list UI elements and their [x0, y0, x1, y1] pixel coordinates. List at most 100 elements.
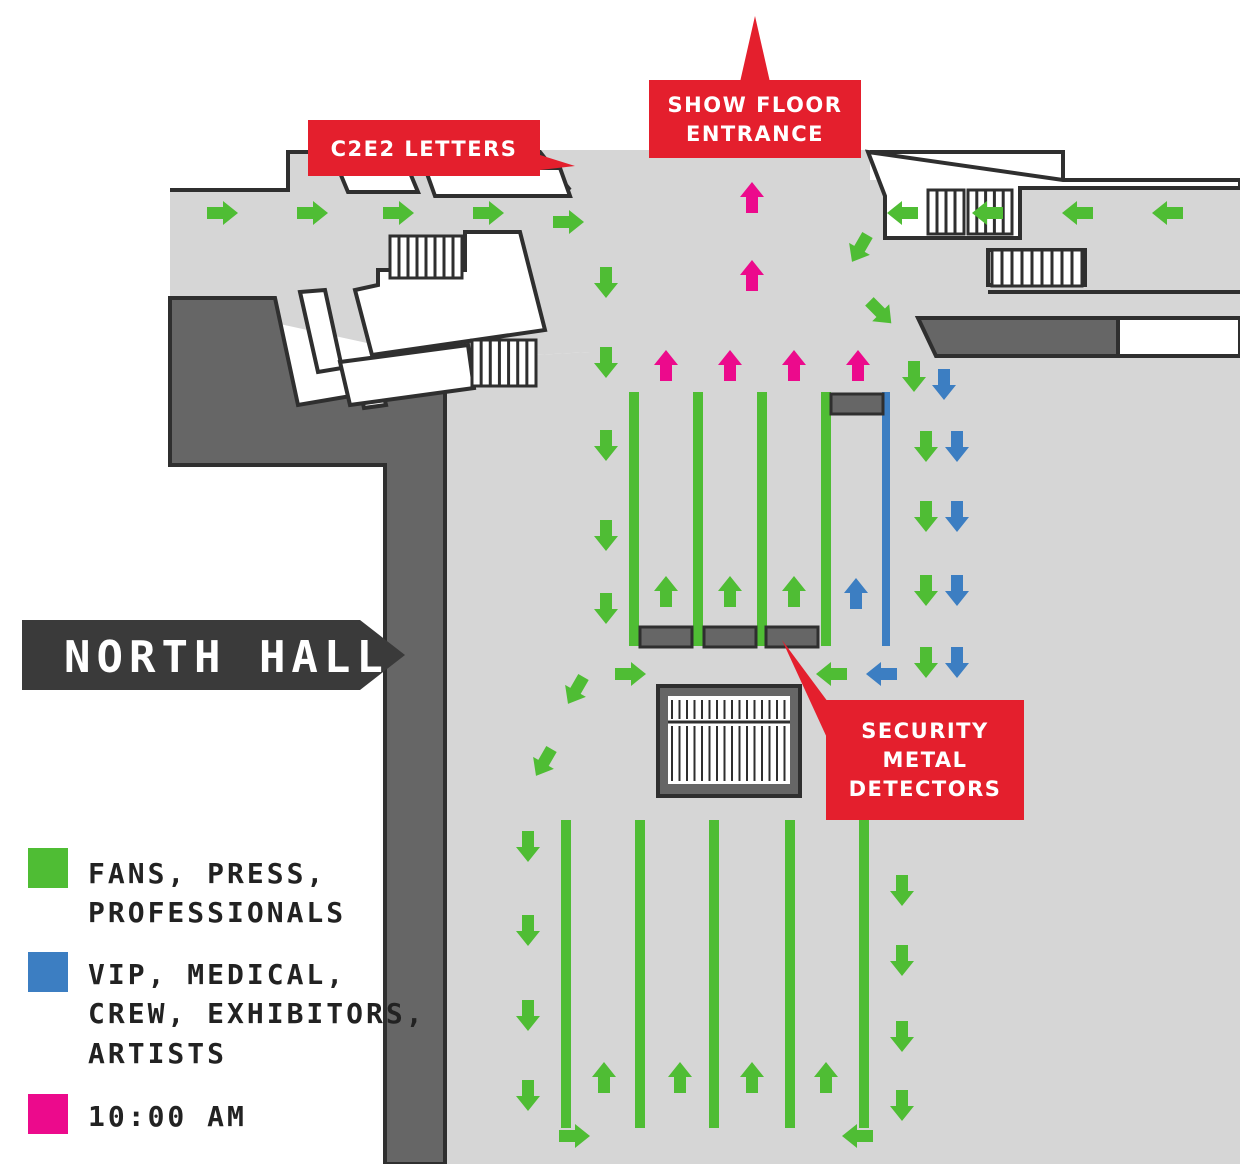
direction-arrow-icon	[849, 232, 873, 262]
direction-arrow-icon	[782, 576, 806, 607]
metal-detector	[702, 625, 758, 649]
east-wall-window	[1116, 316, 1240, 358]
legend-swatch-ten-am	[28, 1094, 68, 1134]
central-structure-base	[337, 342, 477, 408]
direction-arrow-icon	[1062, 201, 1093, 225]
direction-arrow-icon	[559, 1124, 590, 1148]
arrows	[207, 182, 1183, 1148]
callout-c2e2-text: C2E2 LETTERS	[331, 137, 518, 161]
direction-arrow-icon	[972, 201, 1003, 225]
legend-swatch-vip	[28, 952, 68, 992]
queue-line	[709, 820, 719, 1128]
queue-line	[859, 820, 869, 1128]
direction-arrow-icon	[718, 576, 742, 607]
direction-arrow-icon	[782, 350, 806, 381]
callout-entrance-text-1: SHOW FLOOR	[668, 93, 843, 117]
queue-lines	[561, 392, 890, 1128]
callout-show-floor-entrance: SHOW FLOOR ENTRANCE	[649, 16, 861, 158]
callout-security-metal-detectors: SECURITY METAL DETECTORS	[782, 640, 1024, 820]
direction-arrow-icon	[1152, 201, 1183, 225]
direction-arrow-icon	[844, 578, 868, 609]
direction-arrow-icon	[516, 1080, 540, 1111]
direction-arrow-icon	[565, 674, 589, 704]
queue-line	[561, 820, 571, 1128]
callout-entrance-box	[649, 80, 861, 158]
north-hall-tag: NORTH HALL	[22, 620, 405, 690]
direction-arrow-icon	[516, 915, 540, 946]
direction-arrow-icon	[914, 501, 938, 532]
direction-arrow-icon	[842, 1124, 873, 1148]
direction-arrow-icon	[914, 431, 938, 462]
direction-arrow-icon	[718, 350, 742, 381]
direction-arrow-icon	[533, 746, 557, 776]
direction-arrow-icon	[866, 662, 897, 686]
north-hall-wall	[168, 296, 447, 1164]
legend-label-vip-2: CREW, EXHIBITORS,	[88, 997, 426, 1030]
direction-arrow-icon	[945, 575, 969, 606]
direction-arrow-icon	[668, 1062, 692, 1093]
legend-label-ten-am: 10:00 AM	[88, 1100, 247, 1133]
stairs-icon	[388, 188, 1084, 781]
direction-arrow-icon	[945, 647, 969, 678]
north-hall-label: NORTH HALL	[64, 632, 389, 683]
stairs-lower-left	[470, 338, 538, 388]
queue-line	[629, 392, 639, 646]
legend: FANS, PRESS, PROFESSIONALS VIP, MEDICAL,…	[28, 848, 426, 1134]
queue-line	[757, 392, 767, 646]
direction-arrow-icon	[592, 1062, 616, 1093]
direction-arrow-icon	[890, 945, 914, 976]
central-structure	[352, 230, 548, 358]
queue-line	[693, 392, 703, 646]
direction-arrow-icon	[902, 361, 926, 392]
direction-arrow-icon	[945, 431, 969, 462]
callout-security-pointer	[782, 640, 828, 740]
up-pointer-icon	[740, 16, 770, 82]
east-wall-block	[914, 316, 1120, 358]
direction-arrow-icon	[945, 501, 969, 532]
legend-swatch-fans	[28, 848, 68, 888]
direction-arrow-icon	[594, 593, 618, 624]
direction-arrow-icon	[594, 267, 618, 298]
direction-arrow-icon	[816, 662, 847, 686]
direction-arrow-icon	[890, 1090, 914, 1121]
callout-c2e2-pointer	[530, 150, 575, 170]
direction-arrow-icon	[654, 350, 678, 381]
callout-security-text-2: METAL	[882, 748, 967, 772]
callout-entrance-text-2: ENTRANCE	[686, 122, 824, 146]
queue-line	[785, 820, 795, 1128]
metal-detector	[764, 625, 820, 649]
vip-queue-line	[882, 392, 890, 646]
direction-arrow-icon	[914, 575, 938, 606]
metal-detector	[829, 392, 885, 416]
direction-arrow-icon	[297, 201, 328, 225]
direction-arrow-icon	[207, 201, 238, 225]
direction-arrow-icon	[865, 297, 892, 324]
direction-arrow-icon	[594, 347, 618, 378]
direction-arrow-icon	[516, 831, 540, 862]
stairs-right-lower	[990, 248, 1084, 288]
direction-arrow-icon	[846, 350, 870, 381]
callout-security-text-3: DETECTORS	[849, 777, 1002, 801]
direction-arrow-icon	[654, 576, 678, 607]
legend-label-fans-1: FANS, PRESS,	[88, 857, 326, 890]
direction-arrow-icon	[890, 875, 914, 906]
callout-security-box	[826, 700, 1024, 820]
direction-arrow-icon	[615, 662, 646, 686]
queue-line	[821, 392, 831, 646]
legend-label-fans-2: PROFESSIONALS	[88, 896, 346, 929]
direction-arrow-icon	[594, 520, 618, 551]
north-hall-tag-shape	[22, 620, 405, 690]
callout-security-text-1: SECURITY	[861, 719, 988, 743]
direction-arrow-icon	[473, 201, 504, 225]
direction-arrow-icon	[740, 182, 764, 213]
direction-arrow-icon	[740, 260, 764, 291]
legend-label-vip-1: VIP, MEDICAL,	[88, 958, 346, 991]
callout-c2e2-box	[308, 120, 540, 176]
direction-arrow-icon	[914, 647, 938, 678]
direction-arrow-icon	[814, 1062, 838, 1093]
direction-arrow-icon	[516, 1000, 540, 1031]
direction-arrow-icon	[553, 210, 584, 234]
queue-line	[635, 820, 645, 1128]
direction-arrow-icon	[594, 430, 618, 461]
